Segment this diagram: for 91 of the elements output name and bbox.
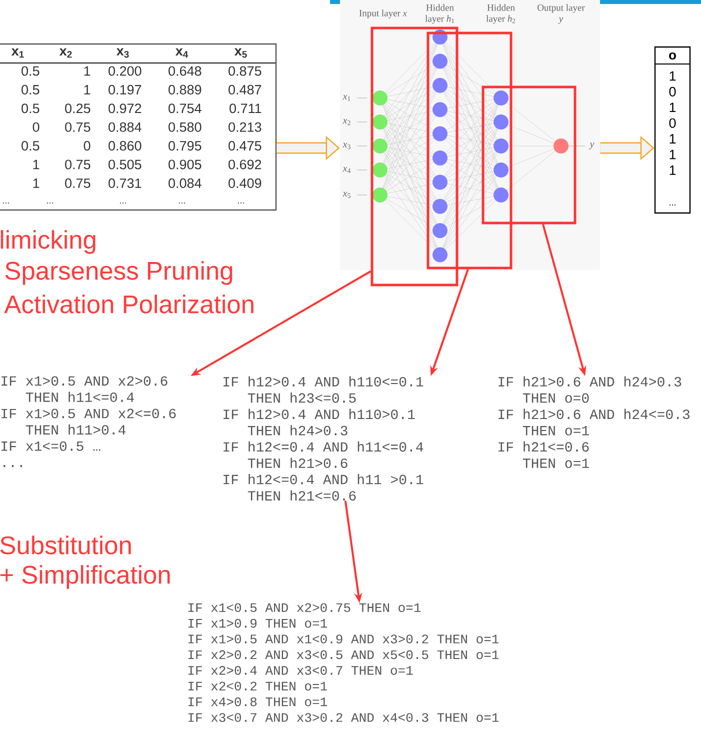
rule-text: IF x1>0.9 THEN o=1 <box>188 618 327 628</box>
input-label: x$_{1}$ <box>342 94 350 102</box>
rule-text: IF h12>0.4 AND h110<=0.1 THEN h23<=0.5 <box>224 376 424 403</box>
method-label: Sparseness Pruning <box>5 261 232 285</box>
table-cell: 0.731 <box>108 178 142 188</box>
table-cell: 1 <box>84 85 90 94</box>
table-cell: 0.487 <box>228 84 262 94</box>
table-cell: 1 <box>670 150 676 160</box>
layer-label: Hidden layer h$_{2}$ <box>486 4 516 24</box>
table-cell: 0.5 <box>22 104 40 114</box>
rule-text: IF x1<0.5 AND x2>0.75 THEN o=1 <box>188 603 421 612</box>
layer-label: Input layer x <box>359 10 407 18</box>
table-cell: 0.692 <box>228 160 262 170</box>
table-cell: 0.213 <box>228 122 262 132</box>
input-label: x$_{3}$ <box>342 142 350 150</box>
table-cell: 0.5 <box>22 66 40 76</box>
layer-label: Output layer y <box>538 4 585 24</box>
rule-text: ... <box>4 465 22 468</box>
table-cell: 0.75 <box>65 122 90 132</box>
table-cell: 0 <box>669 86 676 96</box>
rule-text: IF x1>0.5 AND x2>0.6 THEN h11<=0.4 <box>2 376 168 402</box>
rule-text: IF h21<=0.6 THEN o=1 <box>498 441 589 468</box>
rule-text: IF h12<=0.4 AND h11<=0.4 THEN h21>0.6 <box>224 441 424 468</box>
table-cell: 0.75 <box>65 178 90 188</box>
table-cell: 1 <box>84 66 90 76</box>
table-cell: 0 <box>84 141 90 151</box>
table-cell: ... <box>179 202 185 204</box>
layer-label: Hidden layer h$_{1}$ <box>425 4 454 24</box>
rule-text: IF x2<0.2 THEN o=1 <box>188 682 327 691</box>
rule-text: IF x4>0.8 THEN o=1 <box>188 697 327 706</box>
highlight-box <box>482 86 576 224</box>
table-cell: 0.200 <box>108 66 142 76</box>
rule-text: IF h21>0.6 AND h24<=0.3 THEN o=1 <box>498 408 690 436</box>
column-header: x$_{4}$ <box>175 48 188 58</box>
output-label: y <box>588 142 594 150</box>
table-cell: 1 <box>670 102 676 112</box>
table-cell: 0.084 <box>168 178 202 188</box>
table-cell: 1 <box>670 134 676 144</box>
table-cell: 0.648 <box>168 66 202 76</box>
table-cell: ... <box>670 204 676 206</box>
column-header: x$_{1}$ <box>11 48 24 58</box>
table-cell: 0.505 <box>108 160 142 170</box>
rule-text: IF x1<=0.5 … <box>2 441 100 451</box>
table-cell: ... <box>120 202 126 204</box>
rule-text: IF x2>0.2 AND x3<0.5 AND x5<0.5 THEN o=1 <box>188 650 499 660</box>
table-cell: 0.580 <box>168 122 202 132</box>
table-cell: 0.475 <box>228 141 262 151</box>
table-cell: 0.25 <box>65 104 90 114</box>
rule-text: IF h12<=0.4 AND h11 >0.1 THEN h21<=0.6 <box>224 474 424 501</box>
rule-text: IF x2>0.4 AND x3<0.7 THEN o=1 <box>188 666 413 675</box>
column-header: x$_{3}$ <box>116 48 129 58</box>
input-label: x$_{4}$ <box>342 166 351 174</box>
input-label: x$_{5}$ <box>342 192 350 198</box>
table-cell: 0.197 <box>108 84 142 94</box>
table-cell: 0.754 <box>168 104 202 114</box>
input-label: x$_{2}$ <box>342 118 350 126</box>
table-cell: 1 <box>670 71 676 81</box>
table-cell: 0.5 <box>22 84 40 94</box>
table-cell: ... <box>3 202 9 204</box>
method-label: + Simplification <box>0 565 170 589</box>
table-cell: 0.972 <box>108 104 142 114</box>
rule-text: IF x1>0.5 AND x1<0.9 AND x3>0.2 THEN o=1 <box>188 634 499 644</box>
column-header: o <box>669 52 676 60</box>
highlight-box <box>426 32 512 270</box>
table-cell: 0 <box>32 122 40 132</box>
column-header: x$_{5}$ <box>234 48 247 58</box>
rule-text: IF h12>0.4 AND h110>0.1 THEN h24>0.3 <box>224 408 415 436</box>
table-cell: 0.795 <box>168 141 202 151</box>
table-cell: 0.711 <box>230 104 262 114</box>
rule-text: IF x3<0.7 AND x3>0.2 AND x4<0.3 THEN o=1 <box>188 713 499 722</box>
column-header: x$_{2}$ <box>59 48 72 58</box>
neural-network-drawing <box>340 0 600 270</box>
table-cell: 0.75 <box>65 160 90 170</box>
table-cell: 1 <box>670 166 676 175</box>
table-cell: ... <box>238 202 244 204</box>
table-cell: 1 <box>33 160 40 170</box>
table-cell: 1 <box>33 178 40 188</box>
method-label: Substitution <box>0 536 131 554</box>
table-cell: 0.860 <box>108 141 142 151</box>
table-cell: 0.905 <box>168 160 202 170</box>
table-cell: 0.409 <box>228 178 262 188</box>
method-label: Activation Polarization <box>4 294 254 314</box>
highlight-box <box>370 26 458 286</box>
rule-text: IF h21>0.6 AND h24>0.3 THEN o=0 <box>498 376 682 403</box>
table-cell: 0.889 <box>168 84 202 94</box>
table-cell: 0.884 <box>108 122 142 132</box>
table-cell: 0 <box>669 118 676 128</box>
rule-text: IF x1>0.5 AND x2<=0.6 THEN h11>0.4 <box>2 408 176 435</box>
table-cell: ... <box>47 202 53 204</box>
table-cell: 0.875 <box>228 66 262 76</box>
table-cell: 0.5 <box>22 141 40 151</box>
